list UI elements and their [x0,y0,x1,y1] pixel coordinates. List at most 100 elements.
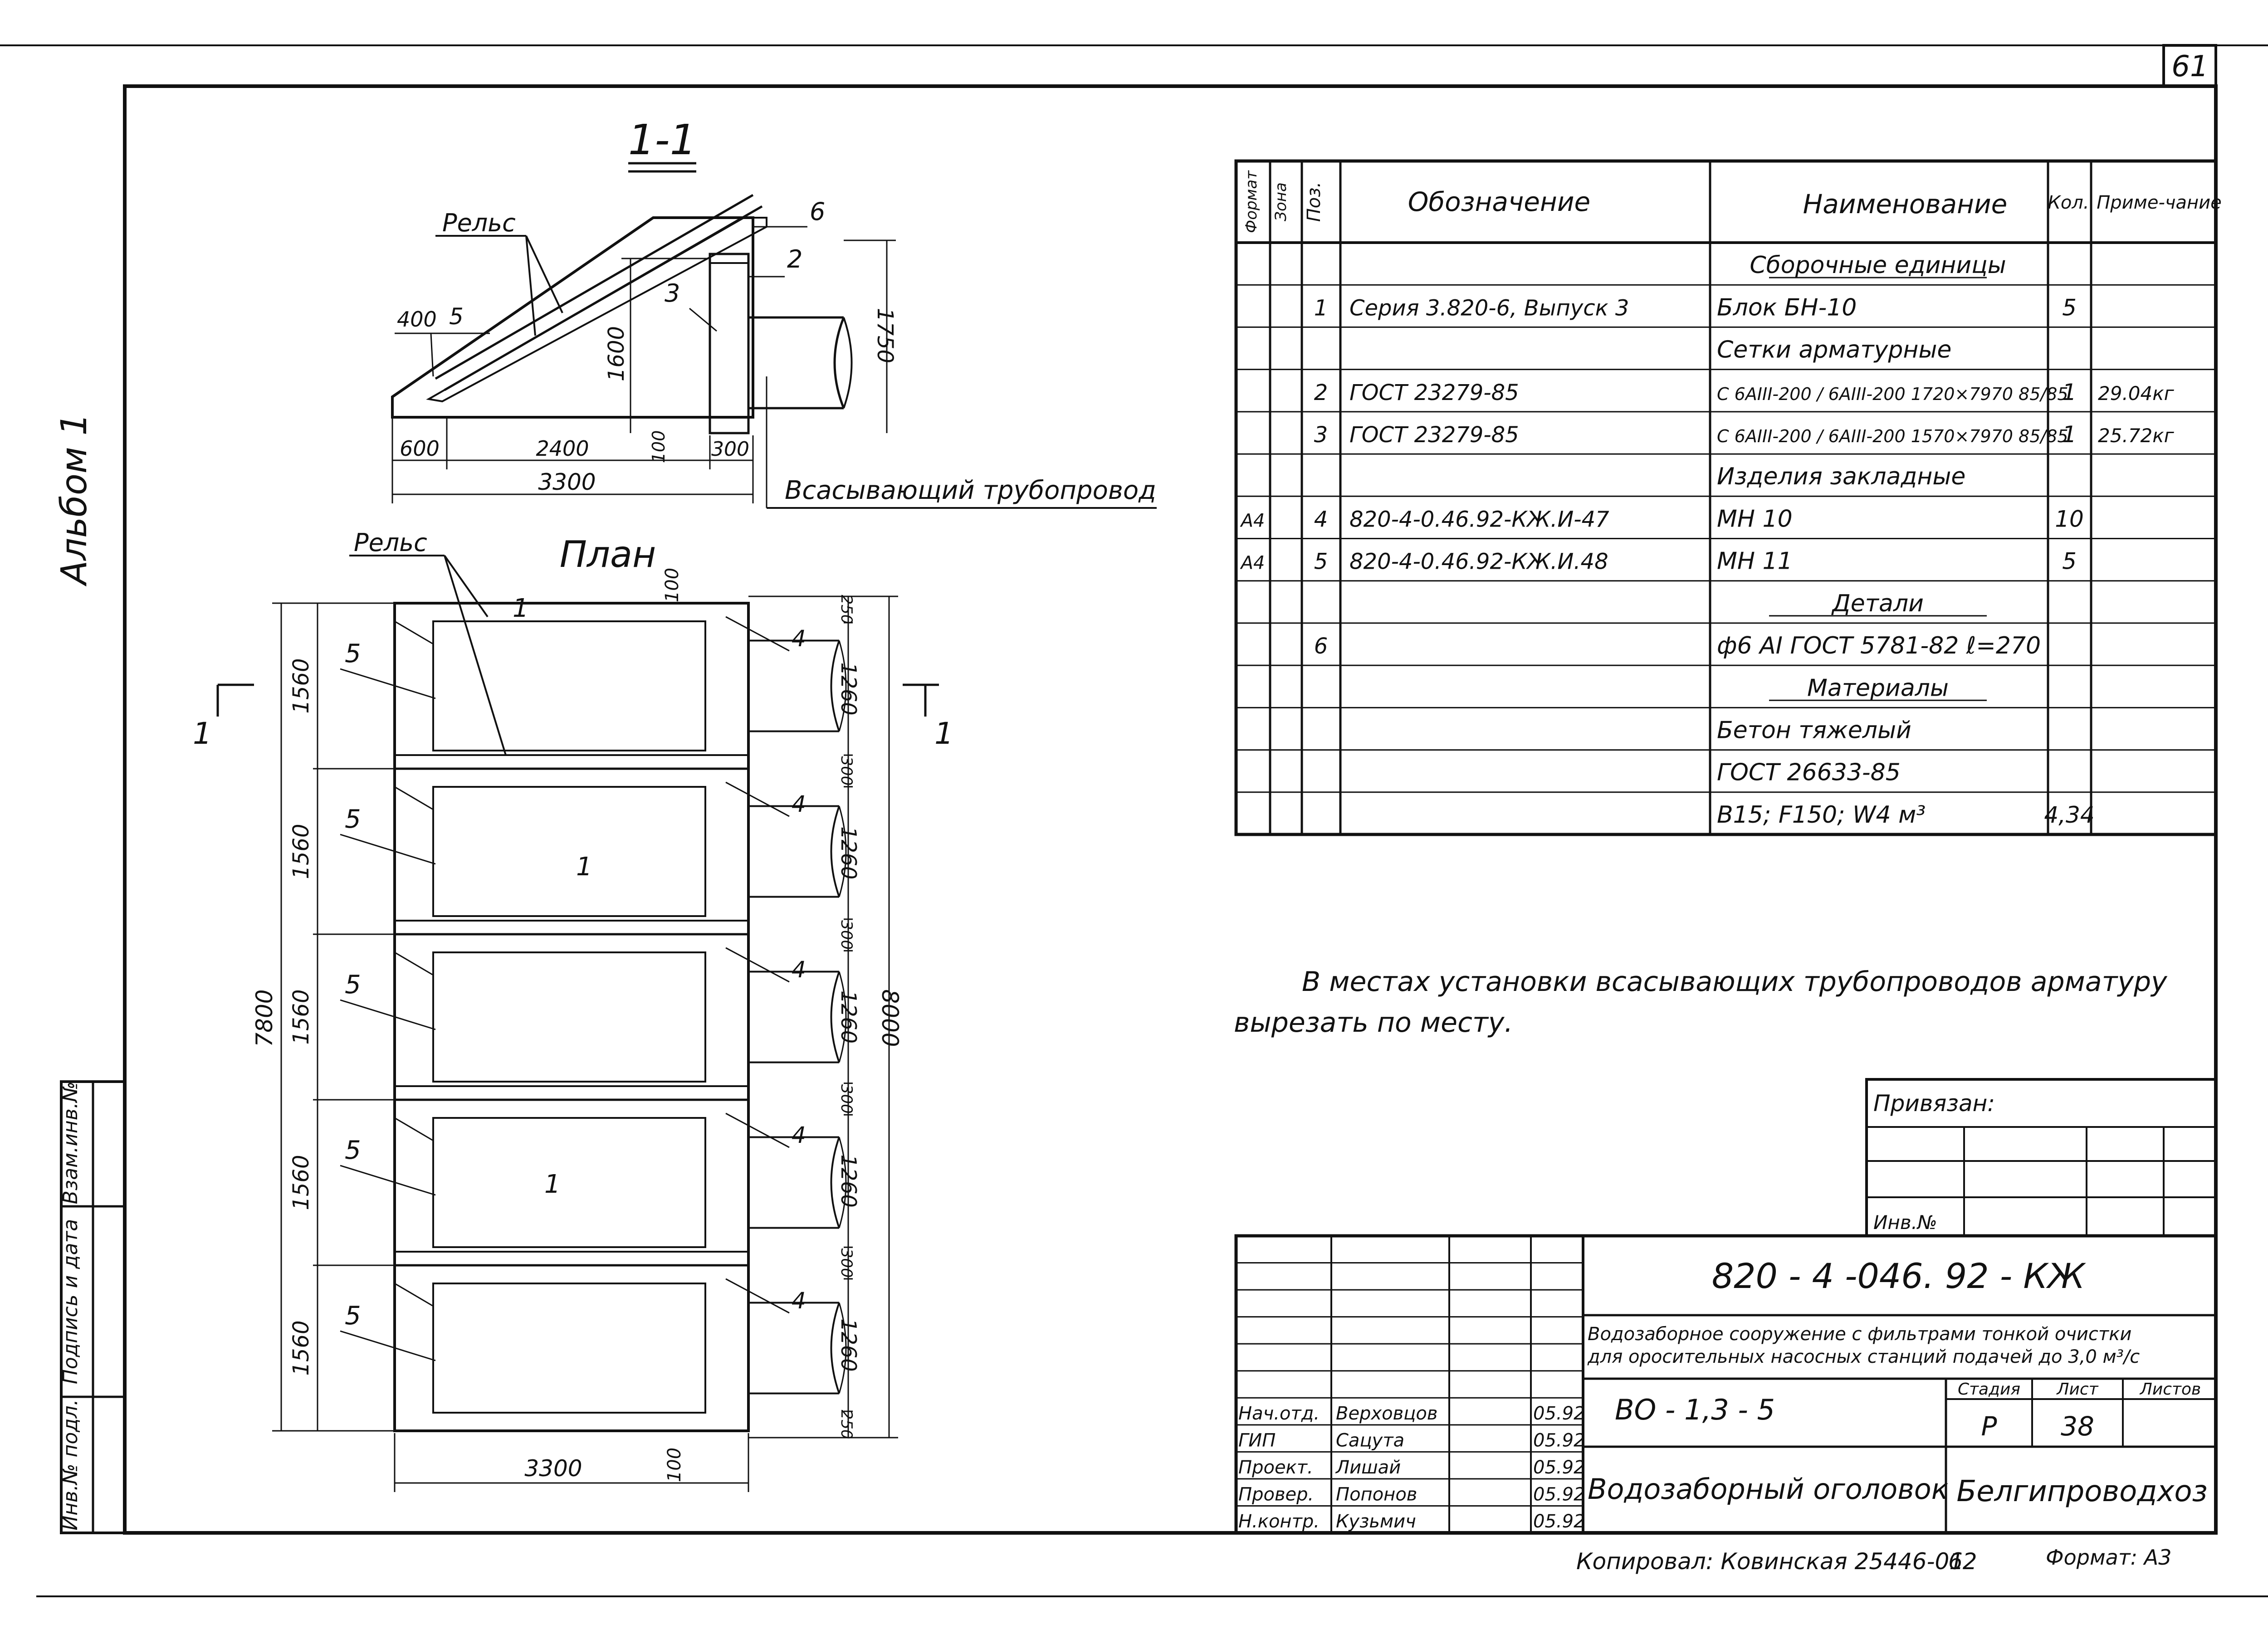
plan-dim-top: 100 [662,568,683,602]
plan-pos-4: 4 [792,791,806,817]
plan-dim-3300: 3300 [524,1455,582,1482]
spec-cell-format: А4 [1240,510,1265,531]
plan-right-dim: 1260 [836,826,861,879]
section-title: 1-1 [628,116,696,164]
spec-row: Сетки арматурные [1717,337,1951,364]
note-line-2: вырезать по месту. [1234,1007,1513,1039]
plan-right-dim: 1260 [836,1318,861,1371]
spec-cell-designation: ГОСТ 23279-85 [1349,380,1519,405]
plan-right-dim: 300 [837,756,855,785]
binding-inv-label: Инв.№ [1873,1211,1937,1234]
plan-right-dim: 300 [837,1084,855,1114]
spec-header-zone: Зона [1272,182,1290,221]
plan-pos-5: 5 [345,970,361,1000]
section-pos-6: 6 [810,197,825,226]
album-label: Альбом 1 [54,413,95,587]
plan-right-dim: 1260 [836,990,861,1044]
spec-cell-qty: 4,34 [2044,802,2094,828]
project-line-2: для оросительных насосных станций подаче… [1587,1346,2140,1367]
spec-cell-name: ф6 АI ГОСТ 5781-82 ℓ=270 [1717,632,2041,659]
svg-text:1: 1 [934,716,953,751]
doc-code: 820 - 4 -046. 92 - КЖ [1712,1256,2087,1296]
sheets-label: Листов [2139,1380,2201,1399]
note-line-1: В местах установки всасывающих трубопров… [1302,966,2168,998]
cut-mark-right: 1 [903,683,953,751]
plan-right-dim: 300 [837,920,855,950]
plan-title: План [560,533,656,576]
plan-right-dim: 1260 [836,1155,861,1208]
section-dim-1600: 1600 [604,326,629,381]
cut-mark-left: 1 [193,683,254,751]
spec-header-name: Наименование [1803,189,2008,219]
bay-compartment [432,786,706,917]
plan-right-dim: 1260 [836,663,861,716]
plan-pos-5: 5 [345,1136,361,1165]
spec-cell-note: 29.04кг [2098,382,2175,405]
spec-cell-name: ГОСТ 26633-85 [1717,759,1901,786]
format-label: Формат: А3 [2046,1545,2171,1570]
section-view: 1-1 Рельс 6 2 3 400 5 [391,116,1157,509]
plan-pos-5: 5 [345,1301,361,1331]
spec-cell-name: Сборочные единицы [1750,252,2006,279]
plan-pos-4: 4 [792,956,806,983]
spec-row: Сборочные единицы [1750,252,2006,279]
plan-right-dim: 250 [837,595,855,624]
section-dim-400: 400 [397,307,437,332]
spec-cell-pos: 4 [1314,507,1328,532]
spec-cell-pos: 2 [1314,380,1328,405]
spec-cell-qty: 1 [2062,421,2077,448]
side-stamp: Инв.№ подл. Подпись и дата Взам.инв.№ [59,1080,126,1534]
spec-cell-designation: Серия 3.820-6, Выпуск 3 [1349,295,1629,321]
spec-rows: Сборочные единицы 1 Серия 3.820-6, Выпуск … [1236,252,2216,829]
section-rail-label: Рельс [442,209,516,237]
spec-header-qty: Кол. [2048,192,2089,213]
project-line-1: Водозаборное сооружение с фильтрами тонк… [1588,1324,2131,1345]
stamp-inv-podl: Инв.№ подл. [59,1399,82,1531]
spec-row: Детали [1769,590,1987,617]
spec-row: Материалы [1769,674,1987,702]
plan-pos-5: 5 [345,805,361,834]
spec-row: ГОСТ 26633-85 [1717,759,1901,786]
title-name: Попонов [1336,1484,1417,1505]
section-pos-5: 5 [449,303,464,330]
plan-right-dim: 250 [837,1410,855,1439]
title-role: Нач.отд. [1238,1403,1320,1424]
bay-compartment [432,1117,706,1248]
spec-cell-qty: 10 [2055,506,2084,532]
spec-header-format: Формат [1242,170,1261,233]
plan-right-dim: 300 [837,1249,855,1278]
stage-value: Р [1981,1411,1997,1442]
spec-cell-name: С 6АIII-200 / 6АIII-200 1720×7970 85/85 [1717,384,2068,404]
plan-dim-8000: 8000 [877,989,903,1047]
section-dim-300: 300 [711,438,749,461]
spec-cell-format: А4 [1240,553,1265,574]
spec-cell-designation: 820-4-0.46.92-КЖ.И.48 [1349,549,1608,575]
plan-left-dim: 1560 [288,989,314,1044]
spec-cell-qty: 5 [2062,548,2077,575]
title-date: 05.92 [1533,1403,1585,1424]
spec-row: 2 ГОСТ 23279-85 С 6АIII-200 / 6АIII-200 17… [1314,379,2175,405]
plan-pos-1: 1 [576,852,592,882]
plan-rail-label: Рельс [354,528,427,557]
plan-pos-1: 1 [513,594,529,623]
title-name: Лишай [1335,1457,1401,1478]
plan-pos-4: 4 [792,1288,806,1314]
stage-label: Стадия [1958,1380,2020,1399]
title-date: 05.92 [1533,1484,1585,1505]
spec-cell-name: Бетон тяжелый [1717,717,1911,744]
page-number-box [2162,44,2217,88]
sheet-label: Лист [2056,1380,2098,1399]
plan-left-dim: 1560 [288,1155,314,1210]
title-name: Сацута [1336,1430,1404,1451]
